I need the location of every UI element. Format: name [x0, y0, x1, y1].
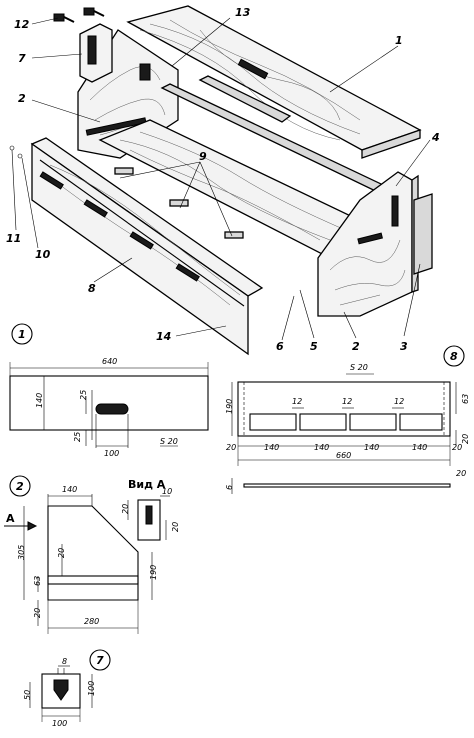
callout-label: 11: [6, 232, 21, 245]
detail-number: 1: [18, 328, 26, 341]
callout-label: 8: [88, 282, 96, 295]
material-label: S 20: [160, 437, 178, 446]
dim-label: 140: [364, 443, 379, 452]
dim-label: 25: [73, 432, 82, 442]
dim-label: 20: [121, 504, 130, 514]
leader-lines: [11, 17, 431, 341]
view-label: Вид А: [128, 478, 166, 491]
detail-number: 2: [16, 480, 24, 493]
callout-label: 1: [395, 34, 403, 47]
right-side-panel: [317, 171, 419, 317]
dim-label: 6: [225, 485, 234, 490]
dim-label: 63: [461, 394, 470, 404]
dim-label: 20: [57, 548, 66, 558]
dim-label: 140: [412, 443, 427, 452]
callout-label: 14: [156, 330, 171, 343]
detail-number: 8: [450, 350, 458, 363]
dim-label: 140: [264, 443, 279, 452]
dim-label: 280: [84, 617, 99, 626]
material-label: S 20: [350, 363, 368, 372]
dim-label: 63: [33, 576, 42, 586]
view-marker: A: [6, 512, 15, 525]
dim-label: 100: [104, 449, 119, 458]
callout-label: 2: [352, 340, 360, 353]
callout-label: 5: [310, 340, 318, 353]
callout-label: 13: [235, 6, 251, 19]
callout-label: 12: [14, 18, 30, 31]
dim-label: 12: [342, 397, 352, 406]
dim-label: 640: [102, 357, 117, 366]
callout-label: 7: [18, 52, 26, 65]
dim-label: 140: [35, 393, 44, 408]
dim-label: 20: [452, 443, 462, 452]
detail-7-handle-block: 7 8 50 100 100: [23, 649, 111, 728]
dim-label: 12: [292, 397, 302, 406]
callout-label: 2: [18, 92, 26, 105]
dim-label: 20: [171, 522, 180, 532]
detail-2-side-panel: 2 A Вид А 140 10 20 20 305 20 63 190 20 …: [4, 475, 180, 634]
dim-label: 100: [87, 681, 96, 696]
detail-1-lid: 1 640 140 25 25 100 S 20: [9, 323, 209, 458]
detail-8-front-wall: 8 S 20 190 12 12 12 63 20 20 140 140 140…: [225, 345, 470, 494]
callout-label: 3: [400, 340, 408, 353]
front-wall: [30, 137, 264, 356]
dim-label: 190: [149, 565, 158, 580]
callout-label: 6: [276, 340, 284, 353]
callout-label: 9: [199, 150, 207, 163]
handle-block: [79, 23, 113, 83]
callout-label: 4: [431, 131, 440, 144]
dim-label: 12: [394, 397, 404, 406]
detail-number: 7: [96, 654, 104, 667]
dim-label: 20: [226, 443, 236, 452]
dim-label: 25: [79, 390, 88, 400]
dim-label: 660: [336, 451, 351, 460]
dim-label: 20: [456, 469, 466, 478]
dim-label: 140: [62, 485, 77, 494]
dim-label: 20: [33, 608, 42, 618]
dim-label: 190: [225, 399, 234, 414]
callout-label: 10: [35, 248, 51, 261]
bolts: [53, 7, 105, 23]
dim-label: 305: [17, 545, 26, 560]
dim-label: 140: [314, 443, 329, 452]
exploded-assembly: 12 13 1 7 2 4 9 11 10 8 14 6 5 2 3: [6, 5, 440, 356]
dim-label: 50: [23, 690, 32, 700]
dim-label: 8: [62, 657, 67, 666]
right-end-plank: [413, 193, 433, 275]
dim-label: 10: [162, 487, 172, 496]
dim-label: 100: [52, 719, 67, 728]
dim-label: 20: [461, 434, 470, 444]
